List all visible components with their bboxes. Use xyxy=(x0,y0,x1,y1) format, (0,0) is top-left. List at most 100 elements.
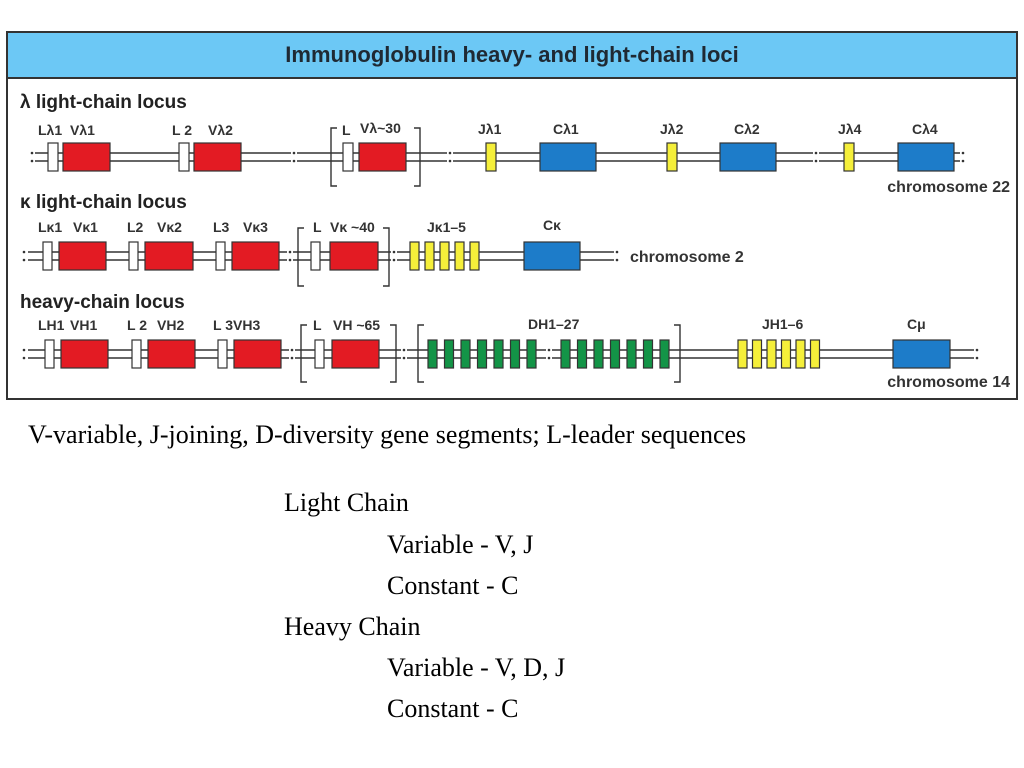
d-segment xyxy=(526,339,537,369)
segment-label: Cλ2 xyxy=(734,121,760,137)
j-segment xyxy=(766,339,777,369)
d-segment xyxy=(659,339,670,369)
break-dot xyxy=(22,356,26,360)
leader-segment xyxy=(44,339,55,369)
segment-label: L 2 xyxy=(127,317,147,333)
outline-line: Light Chain xyxy=(284,488,409,517)
break-dot xyxy=(392,250,396,254)
v-segment xyxy=(58,241,107,271)
break-dot xyxy=(290,348,294,352)
segment-label: Vλ2 xyxy=(208,122,233,138)
break-dot xyxy=(402,348,406,352)
j-segment xyxy=(751,339,763,369)
segment-label: VH2 xyxy=(157,317,184,333)
break-dot xyxy=(392,258,396,262)
segment-label: VH ~65 xyxy=(333,317,380,333)
break-dot xyxy=(22,250,26,254)
break-dot xyxy=(448,151,452,155)
break-dot xyxy=(22,258,26,262)
segment-label: Vκ3 xyxy=(243,219,268,235)
strand-break xyxy=(614,249,620,263)
break-dot xyxy=(975,356,979,360)
figure-title: Immunoglobulin heavy- and light-chain lo… xyxy=(285,42,739,67)
strand-break xyxy=(401,347,407,361)
strand-break xyxy=(974,347,980,361)
break-dot xyxy=(814,159,818,163)
strand-break xyxy=(391,249,397,263)
v-segment xyxy=(329,241,379,271)
leader-segment xyxy=(342,142,354,172)
break-dot xyxy=(288,250,292,254)
break-dot xyxy=(22,348,26,352)
d-segment xyxy=(493,339,504,369)
segment-label: L xyxy=(313,219,322,235)
segment-label: Vκ1 xyxy=(73,219,98,235)
strand-break xyxy=(960,150,966,164)
break-dot xyxy=(30,159,34,163)
d-segment xyxy=(609,339,621,369)
c-segment xyxy=(719,142,777,172)
break-dot xyxy=(615,258,619,262)
break-dot xyxy=(961,151,965,155)
break-dot xyxy=(288,258,292,262)
group-bracket-right xyxy=(414,127,421,187)
j-segment xyxy=(780,339,792,369)
break-dot xyxy=(547,356,551,360)
d-segment xyxy=(476,339,488,369)
leader-segment xyxy=(47,142,59,172)
segment-label: Lκ1 xyxy=(38,219,62,235)
leader-segment xyxy=(217,339,228,369)
segment-label: VH1 xyxy=(70,317,97,333)
j-segment xyxy=(795,339,806,369)
leader-segment xyxy=(42,241,53,271)
j-segment xyxy=(424,241,435,271)
segment-label: L2 xyxy=(127,219,144,235)
chromosome-label: chromosome 2 xyxy=(630,249,744,266)
group-bracket-right xyxy=(674,324,681,383)
d-segment xyxy=(576,339,588,369)
v-segment xyxy=(233,339,282,369)
outline-line: Constant - C xyxy=(387,571,519,600)
group-bracket-left xyxy=(330,127,337,187)
segment-label: Lλ1 xyxy=(38,122,62,138)
j-segment xyxy=(666,142,678,172)
segment-label: JH1–6 xyxy=(762,316,803,332)
strand-break xyxy=(29,150,35,164)
segment-label: Vκ ~40 xyxy=(330,219,375,235)
c-segment xyxy=(539,142,597,172)
strand-break xyxy=(447,150,453,164)
outline-line: Heavy Chain xyxy=(284,612,421,641)
segment-label: Cμ xyxy=(907,316,926,332)
break-dot xyxy=(814,151,818,155)
loci-figure: Immunoglobulin heavy- and light-chain lo… xyxy=(6,31,1018,400)
segment-label: Cλ1 xyxy=(553,121,579,137)
segment-label: L3 xyxy=(213,219,230,235)
segment-label: Jλ2 xyxy=(660,121,684,137)
break-dot xyxy=(290,356,294,360)
strand-break xyxy=(21,347,27,361)
outline-line: Variable - V, D, J xyxy=(387,653,566,682)
c-segment xyxy=(892,339,951,369)
break-dot xyxy=(975,348,979,352)
j-segment xyxy=(809,339,821,369)
d-segment xyxy=(509,339,521,369)
break-dot xyxy=(292,151,296,155)
d-segment xyxy=(427,339,438,369)
segment-label: Jκ1–5 xyxy=(427,219,466,235)
segment-label: LH1 xyxy=(38,317,65,333)
j-segment xyxy=(409,241,420,271)
strand-break xyxy=(21,249,27,263)
strand-break xyxy=(813,150,819,164)
outline-line: Variable - V, J xyxy=(387,530,534,559)
segment-label: L xyxy=(342,122,351,138)
j-segment xyxy=(737,339,748,369)
leader-segment xyxy=(314,339,325,369)
segment-label: Cλ4 xyxy=(912,121,938,137)
locus-title-heavy: heavy-chain locus xyxy=(20,292,185,313)
j-segment xyxy=(843,142,855,172)
outline-line: Constant - C xyxy=(387,694,519,723)
break-dot xyxy=(448,159,452,163)
j-segment xyxy=(469,241,480,271)
d-segment xyxy=(642,339,654,369)
